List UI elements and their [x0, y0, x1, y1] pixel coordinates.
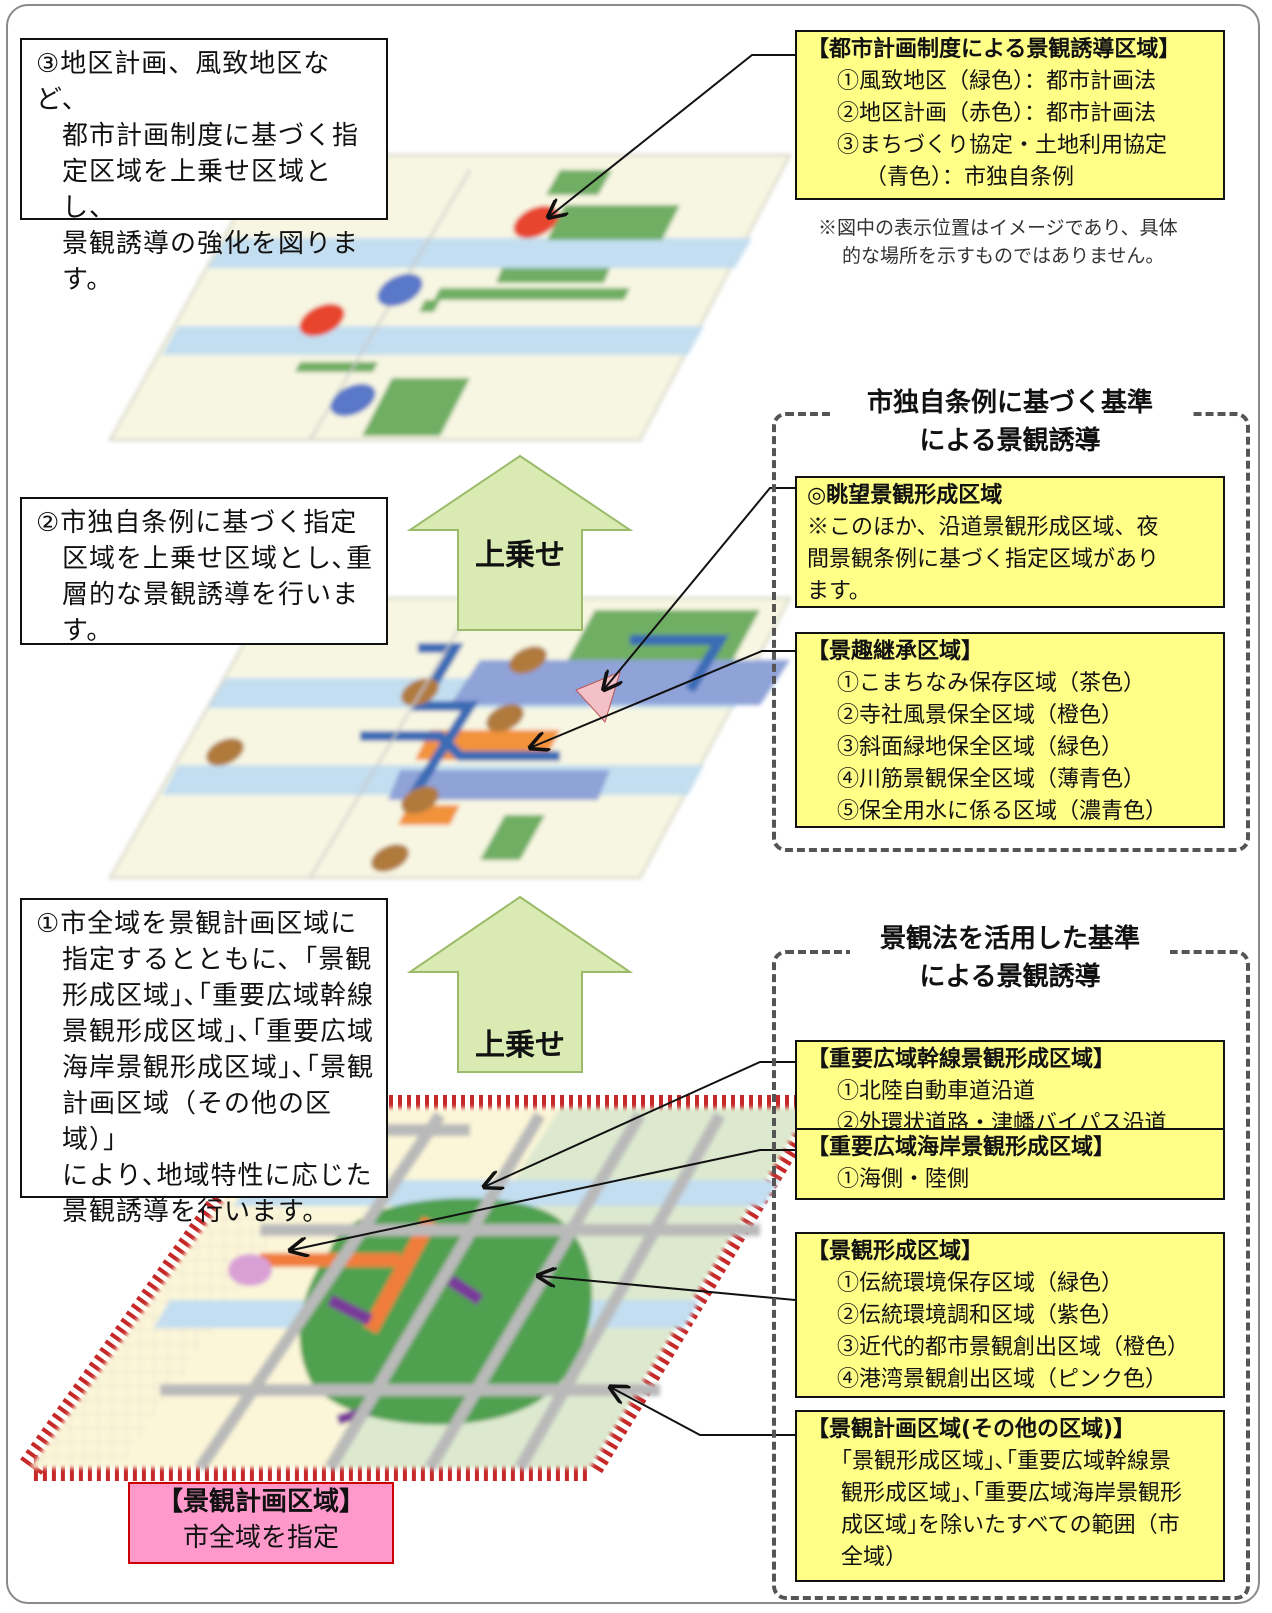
position-note: ※図中の表示位置はイメージであり、具体 的な場所を示すものではありません。 — [818, 214, 1238, 270]
plan-area-label: 【景観計画区域】 市全域を指定 — [128, 1482, 394, 1564]
legend-item: ①海側・陸側 — [837, 1167, 970, 1192]
top-description-box: ③地区計画、風致地区など、 都市計画制度に基づく指 定区域を上乗せ区域とし、 景… — [20, 38, 388, 295]
legend-text: ｢景観形成区域｣､｢重要広域幹線景 — [841, 1449, 1172, 1474]
up-arrow-2 — [406, 895, 634, 1073]
legend-title: 【都市計画制度による景観誘導区域】 — [807, 37, 1181, 62]
urban-planning-legend: 【都市計画制度による景観誘導区域】 ①風致地区（緑色）：都市計画法 ②地区計画（… — [795, 30, 1225, 200]
bottom-desc-line: 指定するとともに、｢景観 — [62, 945, 373, 975]
bottom-description-box: ①市全域を景観計画区域に 指定するとともに、｢景観 形成区域｣､｢重要広域幹線 … — [20, 898, 388, 1227]
note-line: ※図中の表示位置はイメージであり、具体 — [818, 217, 1178, 239]
top-desc-line: ③地区計画、風致地区など、 — [36, 49, 331, 115]
note-line: 的な場所を示すものではありません。 — [842, 245, 1165, 267]
top-desc-line: 都市計画制度に基づく指 — [62, 121, 360, 151]
legend-text: 成区域｣を除いたすべての範囲（市 — [841, 1513, 1180, 1538]
bottom-desc-line: 景観形成区域｣､｢重要広域 — [62, 1017, 375, 1047]
bottom-desc-line: 景観誘導を行います。 — [62, 1197, 330, 1227]
bottom-desc-line: 計画区域（その他の区域）｣ — [62, 1089, 333, 1155]
legend-item: ①風致地区（緑色）：都市計画法 — [837, 69, 1157, 94]
legend-text: ます。 — [807, 579, 871, 604]
landscape-law-title: 景観法を活用した基準 による景観誘導 — [850, 920, 1170, 996]
middle-desc-line: 区域を上乗せ区域とし､重 — [62, 544, 374, 574]
leader-top — [550, 54, 795, 216]
vista-legend: ◎眺望景観形成区域 ※このほか、沿道景観形成区域、夜 間景観条例に基づく指定区域… — [795, 476, 1225, 608]
section-title-line: による景観誘導 — [919, 962, 1101, 992]
overlay-arrow-label: 上乗せ — [475, 538, 565, 573]
legend-title: ◎眺望景観形成区域 — [807, 483, 1003, 508]
legend-item: ③斜面緑地保全区域（緑色） — [837, 735, 1124, 760]
middle-desc-line: す。 — [62, 616, 114, 646]
legend-item: ③まちづくり協定・土地利用協定 — [837, 133, 1168, 158]
legend-item: ①北陸自動車道沿道 — [837, 1079, 1036, 1104]
formation-legend: 【景観形成区域】 ①伝統環境保存区域（緑色） ②伝統環境調和区域（紫色） ③近代… — [795, 1232, 1225, 1398]
top-layer — [108, 154, 792, 441]
legend-item: （青色）：市独自条例 — [865, 165, 1075, 190]
top-desc-line: す。 — [62, 265, 114, 295]
other-area-legend: 【景観計画区域(その他の区域)】 ｢景観形成区域｣､｢重要広域幹線景 観形成区域… — [795, 1410, 1225, 1582]
plan-area-subtitle: 市全域を指定 — [182, 1523, 339, 1553]
leader-coast — [292, 1149, 795, 1250]
city-ordinance-title: 市独自条例に基づく基準 による景観誘導 — [830, 384, 1190, 460]
plan-area-title: 【景観計画区域】 — [156, 1487, 365, 1517]
legend-text: ※このほか、沿道景観形成区域、夜 — [807, 515, 1159, 540]
leader-formation — [540, 1276, 796, 1301]
bottom-desc-line: により､地域特性に応じた — [62, 1161, 373, 1191]
legend-title: 【重要広域幹線景観形成区域】 — [807, 1047, 1116, 1072]
legend-title: 【景趣継承区域】 — [807, 639, 984, 664]
bottom-desc-line: ①市全域を景観計画区域に — [36, 909, 358, 939]
up-arrow-1 — [406, 454, 634, 631]
leader-other — [612, 1388, 795, 1436]
coast-legend: 【重要広域海岸景観形成区域】 ①海側・陸側 — [795, 1128, 1225, 1200]
legend-title: 【重要広域海岸景観形成区域】 — [807, 1135, 1116, 1160]
bottom-desc-line: 海岸景観形成区域｣､｢景観 — [62, 1053, 375, 1083]
outer-frame — [6, 4, 1260, 1604]
legend-item: ②地区計画（赤色）：都市計画法 — [837, 101, 1157, 126]
keishu-legend: 【景趣継承区域】 ①こまちなみ保存区域（茶色） ②寺社風景保全区域（橙色） ③斜… — [795, 632, 1225, 828]
legend-item: ④港湾景観創出区域（ピンク色） — [837, 1367, 1168, 1392]
section-title-line: による景観誘導 — [919, 426, 1101, 456]
legend-text: 全域） — [841, 1545, 908, 1570]
middle-description-box: ②市独自条例に基づく指定 区域を上乗せ区域とし､重 層的な景観誘導を行いま す。 — [20, 497, 388, 646]
legend-title: 【景観計画区域(その他の区域)】 — [807, 1417, 1136, 1442]
middle-desc-line: 層的な景観誘導を行いま — [62, 580, 360, 610]
bottom-layer — [4, 1095, 834, 1481]
bottom-desc-line: 形成区域｣､｢重要広域幹線 — [62, 981, 375, 1011]
legend-item: ②寺社風景保全区域（橙色） — [837, 703, 1124, 728]
legend-text: 間景観条例に基づく指定区域があり — [807, 547, 1160, 572]
overlay-arrow-label: 上乗せ — [475, 1028, 565, 1063]
legend-item: ③近代的都市景観創出区域（橙色） — [837, 1335, 1190, 1360]
legend-item: ⑤保全用水に係る区域（濃青色） — [837, 799, 1168, 824]
legend-item: ②伝統環境調和区域（紫色） — [837, 1303, 1124, 1328]
legend-item: ④川筋景観保全区域（薄青色） — [837, 767, 1146, 792]
legend-title: 【景観形成区域】 — [807, 1239, 984, 1264]
legend-item: ①こまちなみ保存区域（茶色） — [837, 671, 1146, 696]
middle-desc-line: ②市独自条例に基づく指定 — [36, 508, 358, 538]
legend-text: 観形成区域｣､｢重要広域海岸景観形 — [841, 1481, 1183, 1506]
trunk-route-legend: 【重要広域幹線景観形成区域】 ①北陸自動車道沿道 ②外環状道路・津幡バイパス沿道 — [795, 1040, 1225, 1142]
top-desc-line: 景観誘導の強化を図りま — [62, 229, 360, 259]
leader-keishu — [532, 650, 795, 747]
top-desc-line: 定区域を上乗せ区域とし、 — [62, 157, 333, 223]
section-title-line: 市独自条例に基づく基準 — [866, 388, 1153, 418]
leader-vista — [605, 487, 795, 688]
section-title-line: 景観法を活用した基準 — [879, 924, 1140, 954]
leader-trunk — [486, 1061, 795, 1186]
legend-item: ①伝統環境保存区域（緑色） — [837, 1271, 1124, 1296]
